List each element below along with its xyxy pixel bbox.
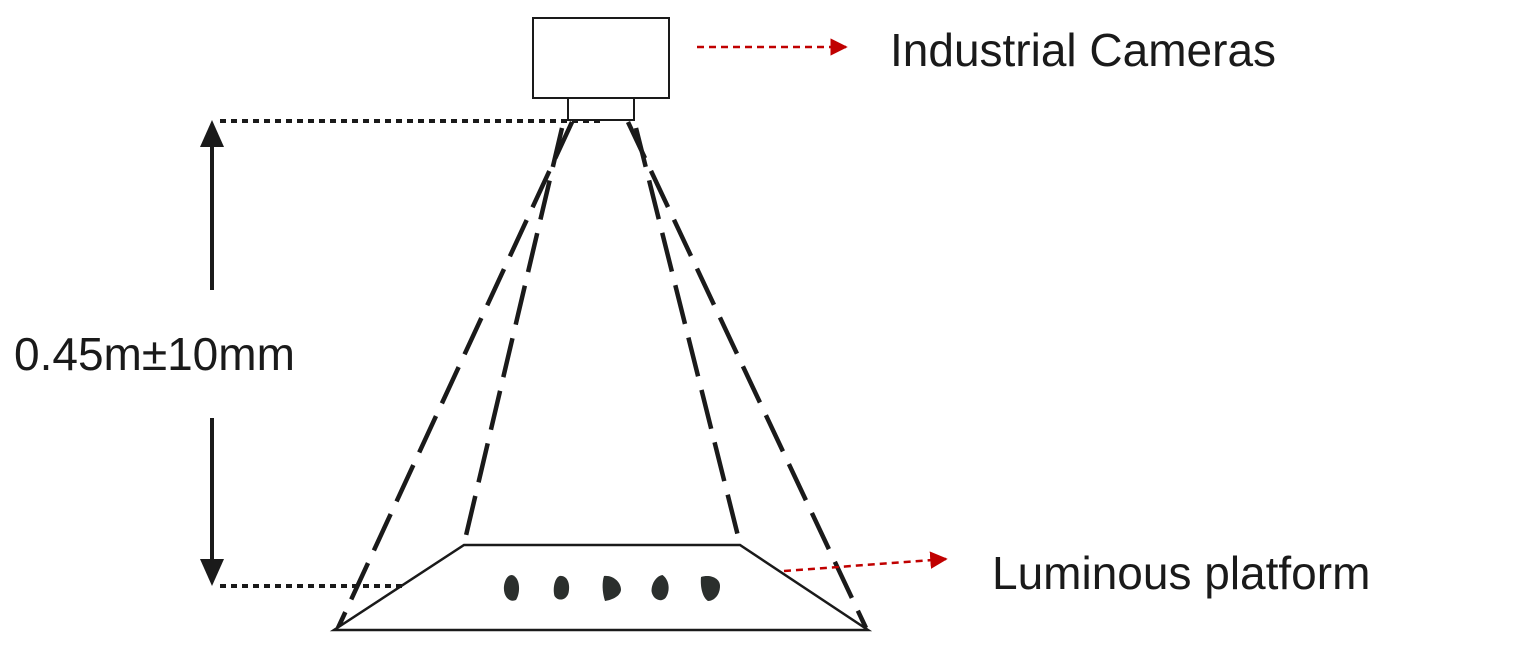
camera-label: Industrial Cameras <box>890 24 1276 76</box>
platform-label: Luminous platform <box>992 547 1370 599</box>
distance-arrow-down-head <box>200 559 224 586</box>
sample-blob <box>553 575 570 600</box>
distance-arrow <box>200 120 224 586</box>
sample-blob <box>700 576 720 601</box>
luminous-platform <box>329 543 873 632</box>
sample-blob <box>651 575 669 601</box>
sample-blob <box>602 575 621 601</box>
sample-blob <box>503 575 520 601</box>
platform-pointer-arrow <box>783 551 948 573</box>
camera-body <box>532 17 670 99</box>
industrial-camera <box>532 17 670 121</box>
distance-label: 0.45m±10mm <box>14 328 295 380</box>
field-of-view-lines <box>335 121 869 629</box>
fov-inner-right <box>633 127 743 545</box>
fov-outer-left <box>335 121 575 629</box>
camera-lens <box>567 97 635 121</box>
distance-arrow-up-head <box>200 120 224 147</box>
fov-outer-right <box>625 121 869 629</box>
fov-inner-left <box>461 127 565 545</box>
platform-samples <box>503 575 720 601</box>
